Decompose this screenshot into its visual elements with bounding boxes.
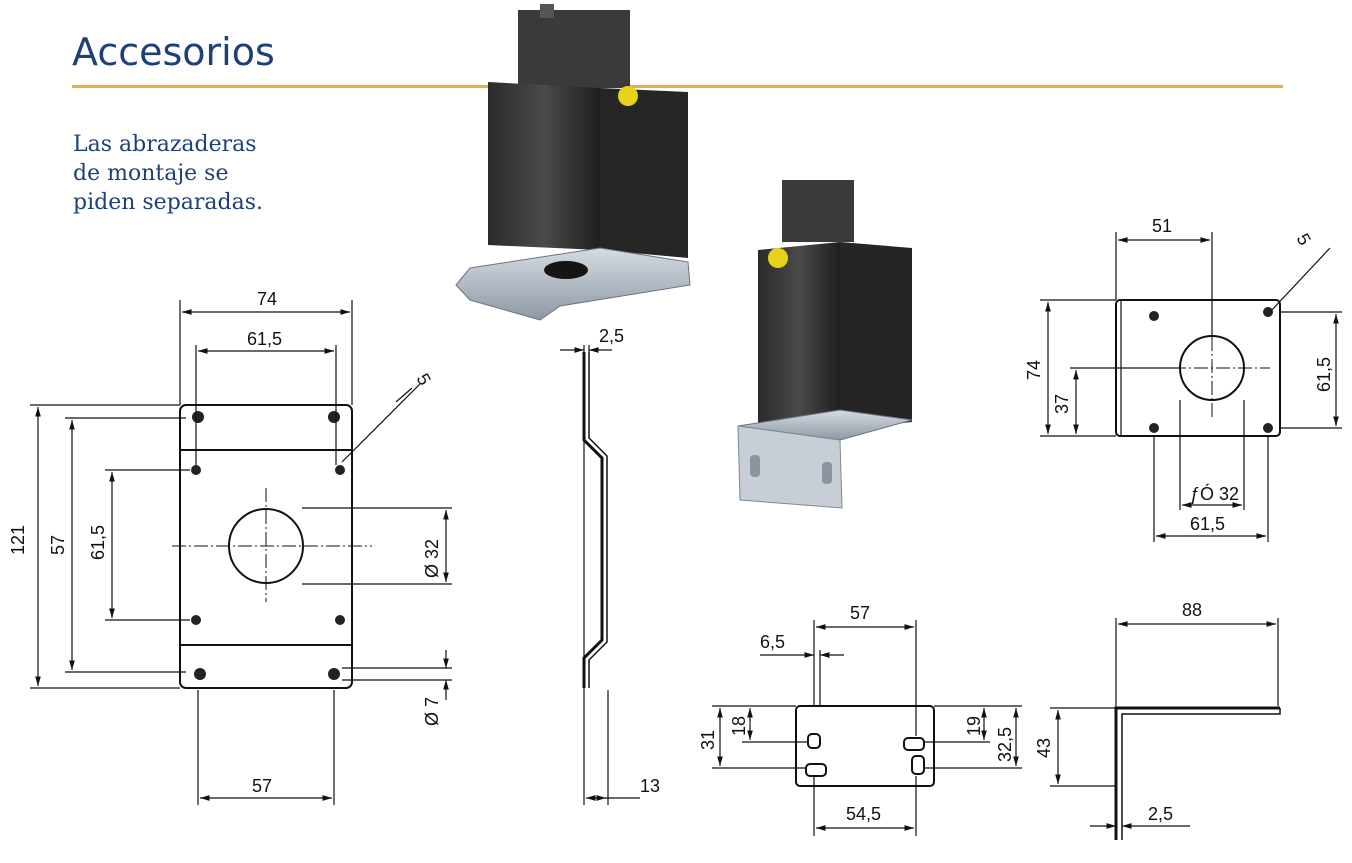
dim-h-mid: 57 [48,535,68,555]
drawing-flat-bracket: 74 61,5 121 57 61,5 Ø 32 Ø 7 5 57 [8,289,452,805]
dim-angle-thickness: 2,5 [1148,804,1173,824]
dim-w-inner: 61,5 [247,329,282,349]
drawing-angle-front: 51 5 74 37 61,5 ƒÓ 32 61,5 [1024,216,1342,542]
dim-h-half: 37 [1052,394,1072,414]
dim-plate-width: 57 [850,603,870,623]
drawing-angle-profile: 88 43 2,5 [1034,600,1281,840]
order-note: Las abrazaderas de montaje se piden sepa… [73,132,264,215]
title-rule [72,85,1283,88]
page-title: Accesorios [72,30,275,74]
dim-h-right-total: 32,5 [995,727,1015,762]
dim-hole-big-angle: ƒÓ 32 [1190,483,1239,504]
dim-bottom: 57 [252,776,272,796]
drawing-side-profile: 2,5 13 [560,326,660,805]
dim-thickness: 2,5 [599,326,624,346]
device-render-flat [455,4,691,321]
dim-slot: 5 [413,370,435,389]
dim-hole-small: Ø 7 [422,697,442,726]
dim-h-outer-angle: 74 [1024,360,1044,380]
dim-w-holes: 61,5 [1190,514,1225,534]
dim-h-right: 19 [964,716,984,736]
drawing-angle-plate: 57 6,5 31 18 19 32,5 54,5 [698,603,1022,836]
dim-plate-bottom: 54,5 [846,804,881,824]
dim-h-holes-angle: 61,5 [1314,357,1334,392]
dim-hole-big: Ø 32 [422,539,442,578]
dim-angle-width: 88 [1182,600,1202,620]
dim-angle-height: 43 [1034,738,1054,758]
device-render-angle [737,180,913,509]
dim-w-top: 51 [1152,216,1172,236]
dim-h-holes: 61,5 [88,525,108,560]
dim-h-outer: 121 [8,525,28,555]
dim-slot-angle: 5 [1293,230,1315,249]
dim-w-outer: 74 [257,289,277,309]
dim-slot-w: 6,5 [760,632,785,652]
dim-h-total: 31 [698,730,718,750]
dim-h-slot: 18 [729,716,749,736]
dim-depth: 13 [640,776,660,796]
